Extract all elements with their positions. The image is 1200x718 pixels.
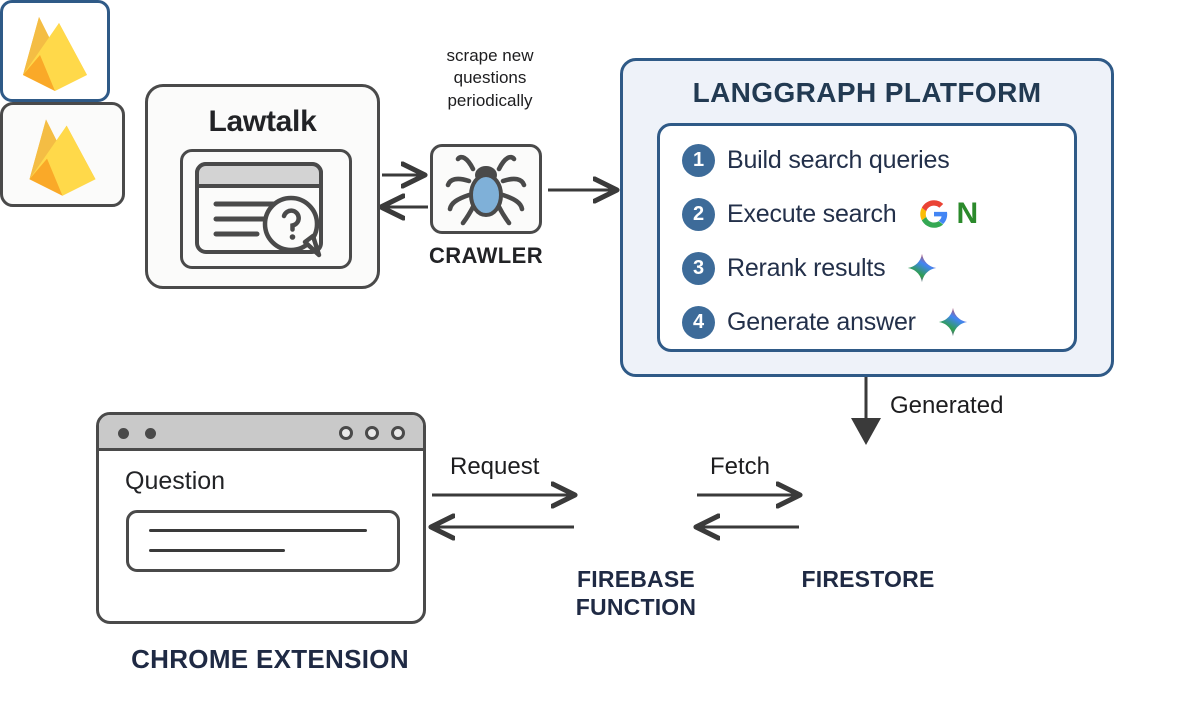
step-label: Build search queries: [727, 145, 950, 174]
google-g-icon: [919, 200, 947, 228]
chrome-extension-window: Question: [96, 412, 426, 624]
scrape-note-line-1: scrape new: [446, 46, 534, 65]
gemini-sparkle-icon: [908, 253, 937, 283]
step-label: Generate answer: [727, 307, 916, 336]
firebase-flame-icon: [23, 17, 87, 91]
edge-label-generated: Generated: [890, 392, 1004, 419]
firebase-function-card: [0, 0, 110, 102]
lawtalk-card: Lawtalk: [145, 84, 380, 289]
firebase-flame-icon: [29, 119, 96, 196]
step-4-logos: [938, 307, 968, 337]
window-dot-right-2[interactable]: [365, 426, 379, 440]
window-dot-left-2: [145, 428, 156, 439]
firebase-function-label-line-2: FUNCTION: [575, 593, 697, 620]
step-number-badge: 4: [682, 305, 715, 339]
firestore-label: FIRESTORE: [801, 566, 935, 592]
step-number-badge: 1: [682, 143, 715, 177]
step-label: Rerank results: [727, 253, 886, 282]
window-dot-right-1[interactable]: [339, 426, 353, 440]
browser-title-bar: [99, 415, 423, 451]
window-dot-left-1: [118, 428, 129, 439]
input-text-line-1: [149, 529, 367, 532]
langgraph-step-3: 3 Rerank results: [682, 248, 937, 288]
chrome-extension-label: CHROME EXTENSION: [131, 644, 409, 674]
langgraph-platform-title: LANGGRAPH PLATFORM: [692, 77, 1042, 108]
langgraph-step-2: 2 Execute search N: [682, 194, 978, 234]
step-label: Execute search: [727, 199, 897, 228]
langgraph-step-1: 1 Build search queries: [682, 140, 950, 180]
scrape-note-line-2: questions: [453, 68, 527, 88]
firestore-card: [0, 102, 125, 207]
question-input[interactable]: [126, 510, 400, 572]
google-news-n-icon: N: [956, 197, 979, 230]
window-dot-right-3[interactable]: [391, 426, 405, 440]
langgraph-platform-panel: LANGGRAPH PLATFORM 1 Build search querie…: [620, 58, 1114, 377]
lawtalk-title: Lawtalk: [208, 105, 317, 138]
spider-icon: [445, 154, 527, 226]
firebase-function-label: FIREBASE FUNCTION: [545, 566, 727, 621]
input-text-line-2: [149, 549, 285, 552]
edge-label-request: Request: [450, 453, 540, 480]
crawler-label: CRAWLER: [428, 243, 543, 268]
step-number-badge: 3: [682, 251, 715, 285]
langgraph-steps-card: 1 Build search queries 2 Execute search …: [657, 123, 1077, 352]
edge-label-fetch: Fetch: [710, 453, 771, 480]
firebase-function-label-line-1: FIREBASE: [577, 566, 695, 592]
document-question-icon: [195, 162, 323, 258]
lawtalk-icon-frame: [180, 149, 352, 269]
scrape-note-line-3: periodically: [447, 90, 533, 110]
question-label: Question: [125, 467, 226, 495]
crawler-card: [430, 144, 542, 234]
step-number-badge: 2: [682, 197, 715, 231]
langgraph-step-4: 4 Generate answer: [682, 302, 968, 342]
step-2-logos: N: [919, 197, 979, 230]
step-3-logos: [907, 253, 937, 283]
scrape-note: scrape new questions periodically: [424, 45, 556, 112]
gemini-sparkle-icon: [938, 307, 968, 337]
